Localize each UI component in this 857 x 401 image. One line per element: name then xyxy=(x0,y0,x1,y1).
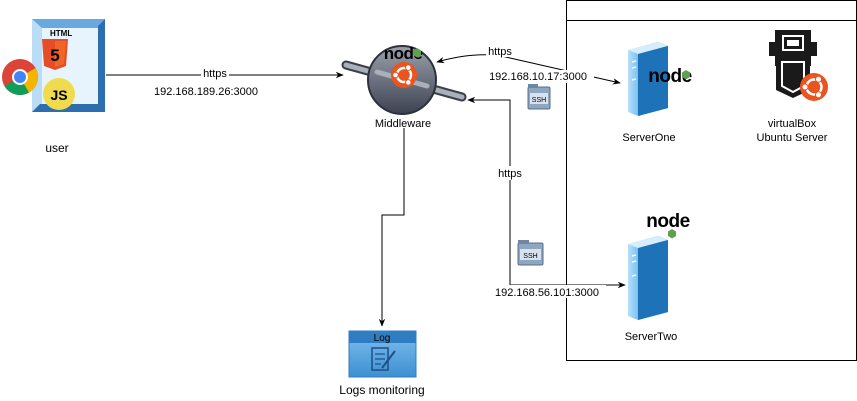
edge-user-middleware: https 192.168.189.26:3000 xyxy=(106,67,344,98)
user-label: user xyxy=(45,141,68,155)
logs-label: Logs monitoring xyxy=(339,383,424,397)
svg-text:SSH: SSH xyxy=(523,253,537,260)
serverone-node[interactable]: node ServerOne xyxy=(622,42,692,144)
virtualbox-label: virtualBox xyxy=(768,118,817,130)
svg-text:5: 5 xyxy=(50,46,59,65)
svg-text:node: node xyxy=(646,211,689,232)
servertwo-node[interactable]: node ServerTwo xyxy=(625,211,690,343)
node-logo-icon: node xyxy=(648,66,692,87)
user-node[interactable]: HTML 5 JS user xyxy=(2,19,105,155)
javascript-icon: JS xyxy=(43,78,75,110)
edge-user-address: 192.168.189.26:3000 xyxy=(154,86,258,98)
server-tower-icon xyxy=(628,42,668,116)
ubuntu-icon xyxy=(391,62,417,88)
html5-icon: HTML 5 xyxy=(42,29,72,70)
edge-middleware-logs xyxy=(378,128,405,327)
servertwo-label: ServerTwo xyxy=(625,331,678,343)
edge-middleware-serverone: https 192.168.10.17:3000 xyxy=(436,45,621,85)
edge-serverone-protocol: https xyxy=(488,46,512,58)
svg-text:JS: JS xyxy=(50,87,67,103)
logs-node[interactable]: Log Logs monitoring xyxy=(339,330,425,397)
svg-text:HTML: HTML xyxy=(50,29,72,38)
chrome-icon xyxy=(2,59,39,96)
ssh-icon: SSH xyxy=(527,84,551,110)
svg-text:node: node xyxy=(648,66,691,87)
middleware-node[interactable]: node Middleware xyxy=(341,44,467,130)
svg-text:SSH: SSH xyxy=(532,97,546,104)
edge-serverone-address: 192.168.10.17:3000 xyxy=(489,71,587,83)
log-icon: Log xyxy=(348,330,417,378)
edge-servertwo-address: 192.168.56.101:3000 xyxy=(495,287,599,299)
node-logo-icon: node xyxy=(384,44,423,63)
ubuntu-icon xyxy=(800,73,828,101)
virtualbox-node[interactable]: virtualBox Ubuntu Server xyxy=(757,30,828,144)
edge-middleware-servertwo: https 192.168.56.101:3000 xyxy=(467,96,626,299)
ssh-icon: SSH xyxy=(517,240,544,266)
ubuntu-server-label: Ubuntu Server xyxy=(757,132,828,144)
edge-servertwo-protocol: https xyxy=(498,168,522,180)
node-logo-icon: node xyxy=(646,211,690,239)
middleware-label: Middleware xyxy=(375,118,431,130)
server-tower-icon xyxy=(628,236,668,320)
serverone-label: ServerOne xyxy=(622,132,675,144)
svg-text:Log: Log xyxy=(374,333,391,344)
edge-user-protocol: https xyxy=(203,68,227,80)
svg-text:node: node xyxy=(384,44,423,63)
